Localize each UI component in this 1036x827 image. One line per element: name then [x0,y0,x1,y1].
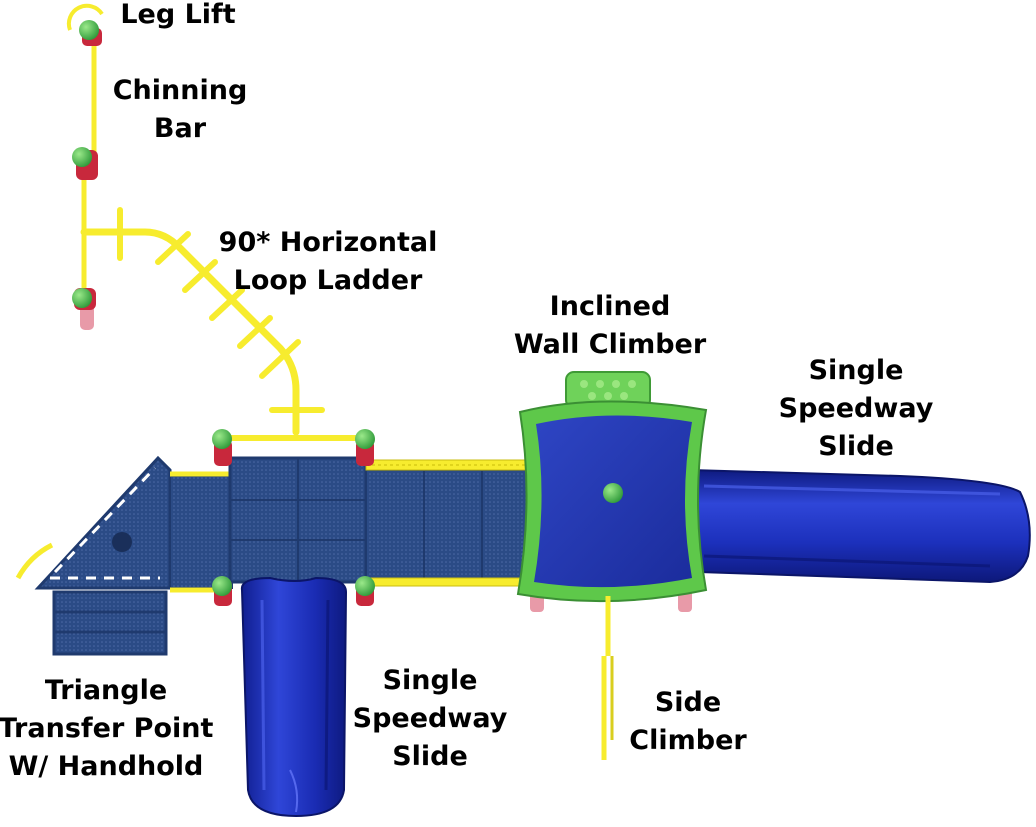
loop-ladder [80,207,363,441]
right-slide [688,468,1031,584]
left-bridge [169,471,233,593]
leg-lift-bar [66,3,104,31]
label-line: Leg Lift [120,0,236,30]
long-bridge [365,459,537,587]
inclined-wall-climber [516,371,708,603]
central-deck [228,456,368,584]
post-cap [79,20,99,40]
transfer-steps [52,590,168,656]
label-line: Single [382,665,478,696]
label-line: Wall Climber [513,329,707,360]
label-chinning-bar: Chinning Bar [113,72,248,148]
label-line: Speedway [778,393,934,424]
label-line: Climber [629,725,747,756]
label-line: Speedway [352,703,508,734]
label-line: W/ Handhold [8,751,204,782]
label-line: Slide [818,431,894,462]
label-wall-climber: Inclined Wall Climber [514,288,706,364]
label-line: Bar [153,113,207,144]
chinning-bar-assembly [66,3,104,330]
bottom-slide [240,576,348,818]
side-climber [601,596,614,760]
label-loop-ladder: 90* Horizontal Loop Ladder [219,224,438,300]
label-line: Slide [392,741,468,772]
label-side-climber: Side Climber [629,684,746,760]
label-triangle: Triangle Transfer Point W/ Handhold [0,672,213,786]
post-cap [72,288,92,308]
label-line: Transfer Point [0,713,214,744]
triangle-transfer-point [15,455,172,656]
label-line: Single [808,355,904,386]
label-line: Triangle [44,675,168,706]
handhold [15,542,54,580]
label-line: Inclined [549,291,671,322]
label-line: 90* Horizontal [218,227,438,258]
label-slide-bottom: Single Speedway Slide [353,662,508,776]
label-slide-right: Single Speedway Slide [779,352,934,466]
label-line: Side [654,687,722,718]
label-line: Loop Ladder [233,265,423,296]
post-cap [72,147,92,167]
wall-climber-cap [603,483,623,503]
label-line: Chinning [112,75,248,106]
label-leg-lift: Leg Lift [120,0,235,34]
